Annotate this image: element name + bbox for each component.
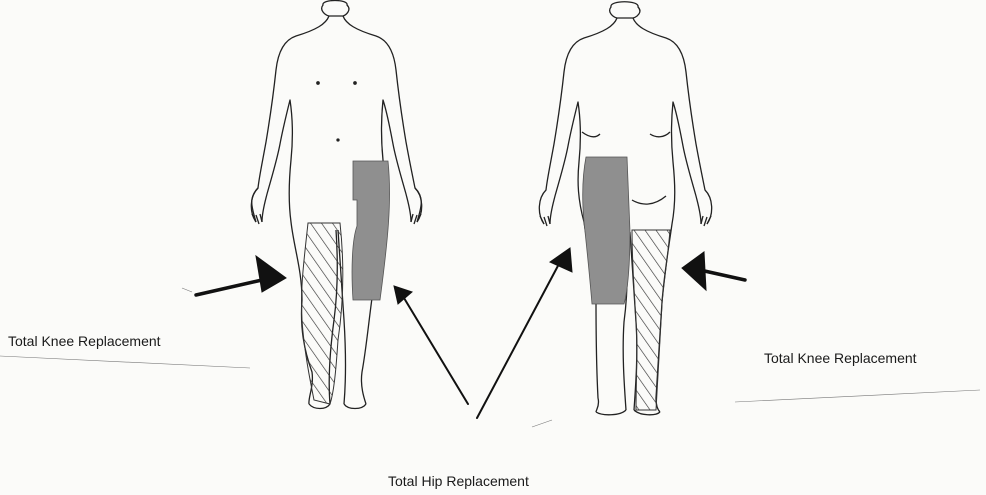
front-hip-shade bbox=[352, 161, 390, 300]
front-feet bbox=[309, 404, 366, 409]
arrow-back-hip bbox=[477, 262, 560, 418]
back-knee-hatch bbox=[632, 230, 670, 410]
arrowhead-back-knee bbox=[682, 252, 706, 290]
front-right-hand bbox=[411, 188, 421, 224]
arrowhead-front-knee bbox=[256, 256, 286, 292]
front-left-hand bbox=[252, 188, 262, 224]
label-knee-left: Total Knee Replacement bbox=[8, 333, 161, 349]
back-hip-shade bbox=[583, 157, 630, 304]
arrow-back-knee bbox=[700, 270, 745, 280]
arrow-front-hip bbox=[404, 298, 468, 404]
back-feet bbox=[596, 410, 660, 415]
front-head bbox=[322, 1, 349, 17]
back-head bbox=[610, 2, 640, 18]
label-knee-right: Total Knee Replacement bbox=[764, 350, 917, 366]
arrow-front-knee bbox=[196, 280, 262, 295]
arrowhead-front-hip bbox=[394, 286, 412, 304]
front-knee-hatch bbox=[301, 223, 342, 404]
label-hip: Total Hip Replacement bbox=[388, 473, 529, 489]
arrowhead-back-hip bbox=[550, 248, 572, 272]
